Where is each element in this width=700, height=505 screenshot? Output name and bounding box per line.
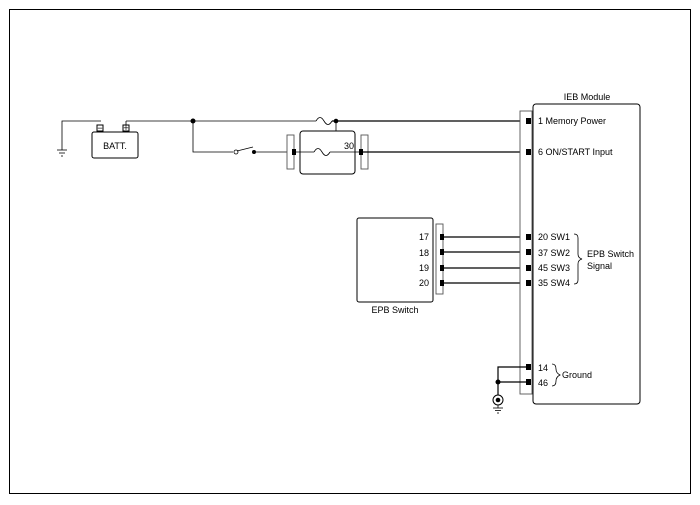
ignition-branch-wire [192, 121, 233, 153]
battery: − + BATT. [57, 120, 139, 159]
battery-neg-terminal [96, 124, 104, 132]
ieb-module: IEB Module 1 Memory Power 6 ON/START Inp… [519, 92, 641, 405]
ground-brace [551, 363, 561, 387]
module-pin-sw1: 20 SW1 [538, 232, 570, 242]
group-signal: Signal [587, 261, 612, 271]
relay-fuse-icon [313, 148, 331, 156]
battery-neg-label: − [97, 123, 102, 133]
battery-body [91, 131, 139, 159]
group-epb-switch: EPB Switch [587, 249, 634, 259]
module-ground-circuit [492, 366, 527, 414]
module-pin-sw4: 35 SW4 [538, 278, 570, 288]
on-start-circuit: 30 [192, 121, 527, 175]
battery-ground-wire [61, 120, 101, 150]
module-pin-46: 46 [538, 378, 548, 388]
module-pin-sw3: 45 SW3 [538, 263, 570, 273]
epb-pin-17: 17 [419, 232, 429, 242]
epb-switch: EPB Switch 17 18 19 20 [356, 217, 527, 315]
module-pin-sw2: 37 SW2 [538, 248, 570, 258]
memory-power-circuit [126, 117, 527, 125]
epb-pin-19: 19 [419, 263, 429, 273]
module-pin-14: 14 [538, 363, 548, 373]
module-pin-memory-power: 1 Memory Power [538, 116, 606, 126]
ieb-module-body [532, 103, 641, 405]
relay-pin-label: 30 [344, 141, 354, 151]
epb-pin-20: 20 [419, 278, 429, 288]
epb-switch-connector [435, 223, 444, 295]
module-pin-on-start: 6 ON/START Input [538, 147, 613, 157]
switch-signal-brace [573, 233, 583, 285]
epb-pin-18: 18 [419, 248, 429, 258]
diagram-frame [9, 9, 691, 494]
epb-switch-body [356, 217, 434, 303]
battery-pos-label: + [123, 123, 128, 133]
ieb-module-title: IEB Module [564, 92, 611, 102]
epb-switch-title: EPB Switch [371, 305, 418, 315]
fuse-icon [315, 117, 333, 125]
group-ground: Ground [562, 370, 592, 380]
relay-box [299, 130, 356, 175]
battery-label: BATT. [103, 141, 127, 151]
ignition-switch-icon [236, 146, 254, 152]
